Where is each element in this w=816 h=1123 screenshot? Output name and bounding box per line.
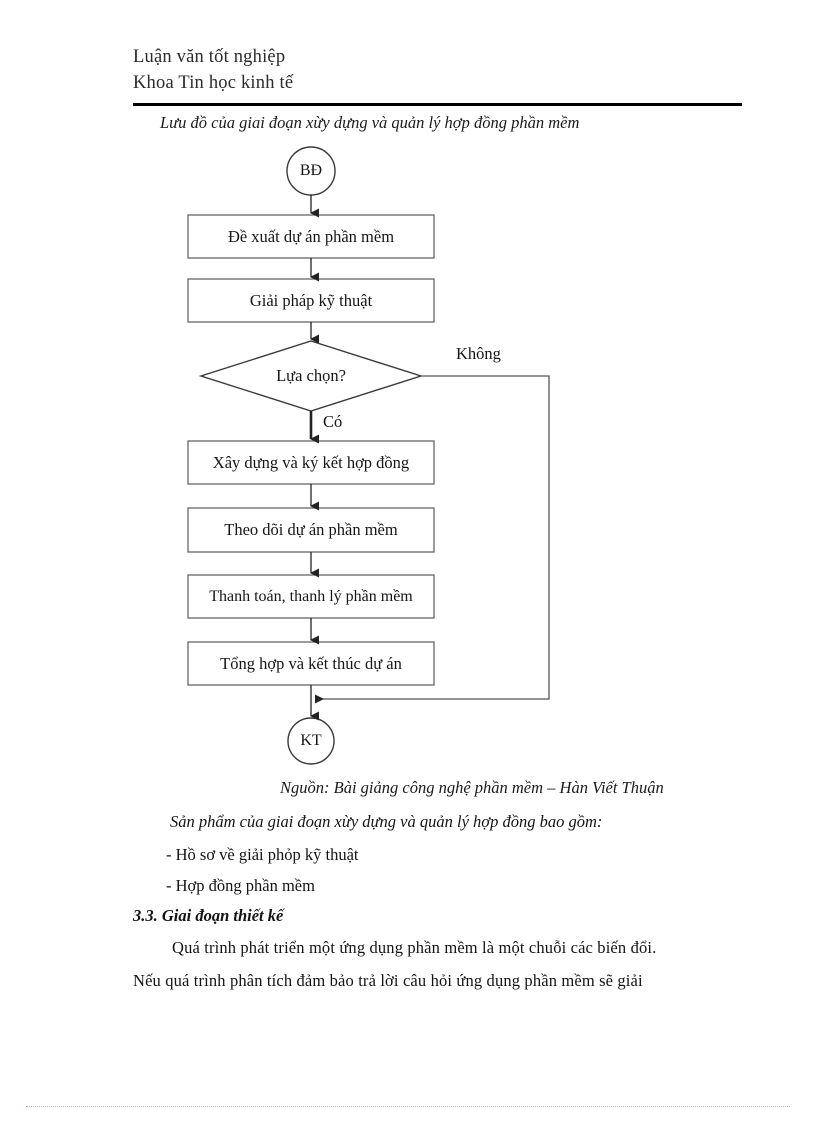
products-intro-text: Sản phẩm của giai đoạn xừy dựng và quản … bbox=[170, 812, 603, 831]
bullet-item-2: - Hợp đồng phần mềm bbox=[166, 876, 315, 895]
flowchart: BĐ Đề xuất dự án phần mềm Giải pháp kỹ t… bbox=[187, 146, 550, 765]
figure-caption-top: Lưu đồ của giai đoạn xừy dựng và quản lý… bbox=[160, 113, 580, 132]
paragraph-line-2: Nếu quá trình phân tích đảm bảo trả lời … bbox=[133, 971, 643, 990]
flow-box-4 bbox=[187, 507, 435, 553]
flow-branch-no-label: Không bbox=[456, 344, 501, 363]
page-header: Luận văn tốt nghiệp Khoa Tin học kinh tế bbox=[133, 44, 753, 96]
flow-box-2 bbox=[187, 278, 435, 323]
flow-start-circle bbox=[286, 146, 336, 196]
flowchart-canvas bbox=[187, 146, 550, 765]
flow-end-circle bbox=[287, 717, 335, 765]
section-heading: 3.3. Giai đoạn thiết kế bbox=[133, 906, 284, 925]
flow-box-1 bbox=[187, 214, 435, 259]
flow-decision-diamond bbox=[198, 340, 424, 412]
header-line-2: Khoa Tin học kinh tế bbox=[133, 73, 294, 93]
figure-source: Nguồn: Bài giảng công nghệ phần mềm – Hà… bbox=[280, 778, 664, 797]
flow-branch-yes-label: Có bbox=[323, 412, 343, 431]
flow-box-3 bbox=[187, 440, 435, 485]
paragraph-line-1: Quá trình phát triển một ứng dụng phần m… bbox=[172, 938, 657, 957]
page-bottom-divider bbox=[26, 1106, 790, 1108]
bullet-item-1: - Hồ sơ về giải phỏp kỹ thuật bbox=[166, 845, 359, 864]
flow-box-5 bbox=[187, 574, 435, 619]
flow-connector-decision-no-bypass bbox=[315, 375, 550, 704]
flow-box-6 bbox=[187, 641, 435, 686]
header-line-1: Luận văn tốt nghiệp bbox=[133, 47, 286, 67]
header-divider bbox=[133, 103, 742, 106]
